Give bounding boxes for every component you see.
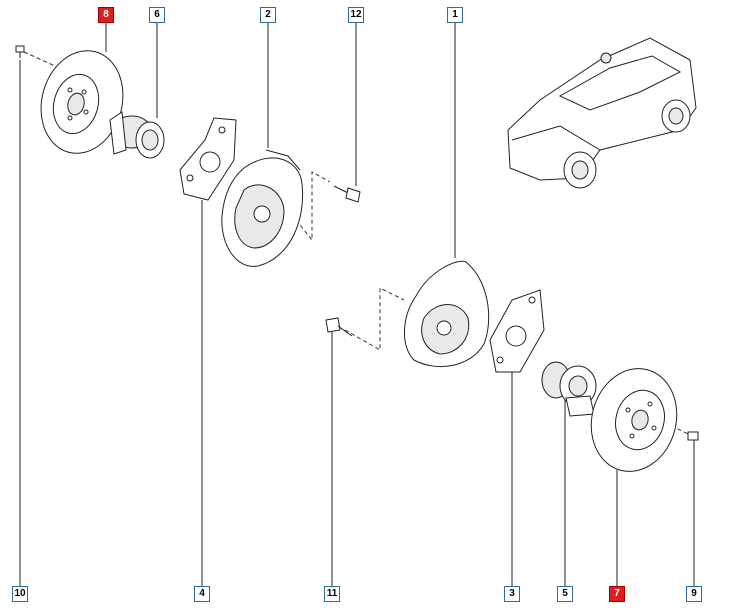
wheel-hub-6 (109, 111, 165, 159)
mounting-plate-3 (489, 289, 545, 373)
callout-3[interactable]: 3 (504, 586, 520, 602)
callout-9[interactable]: 9 (686, 586, 702, 602)
bolt-11 (325, 317, 353, 337)
dust-shield-2 (221, 149, 304, 267)
brake-disc-8 (40, 50, 124, 154)
callout-7[interactable]: 7 (609, 586, 625, 602)
callout-11[interactable]: 11 (324, 586, 340, 602)
wheel-hub-5 (541, 361, 597, 417)
bolt-12 (333, 185, 361, 203)
brake-disc-7 (590, 368, 678, 472)
callout-4[interactable]: 4 (194, 586, 210, 602)
callout-2[interactable]: 2 (260, 7, 276, 23)
callout-1[interactable]: 1 (447, 7, 463, 23)
leader-lines (19, 22, 695, 586)
bolt-10 (15, 45, 25, 58)
callout-12[interactable]: 12 (348, 7, 364, 23)
callout-8[interactable]: 8 (98, 7, 114, 23)
vehicle-illustration (507, 37, 697, 189)
dust-shield-1 (403, 260, 490, 367)
callout-6[interactable]: 6 (149, 7, 165, 23)
mounting-plate-4 (179, 117, 237, 201)
bolt-9 (687, 431, 699, 446)
callout-10[interactable]: 10 (12, 586, 28, 602)
callout-5[interactable]: 5 (557, 586, 573, 602)
